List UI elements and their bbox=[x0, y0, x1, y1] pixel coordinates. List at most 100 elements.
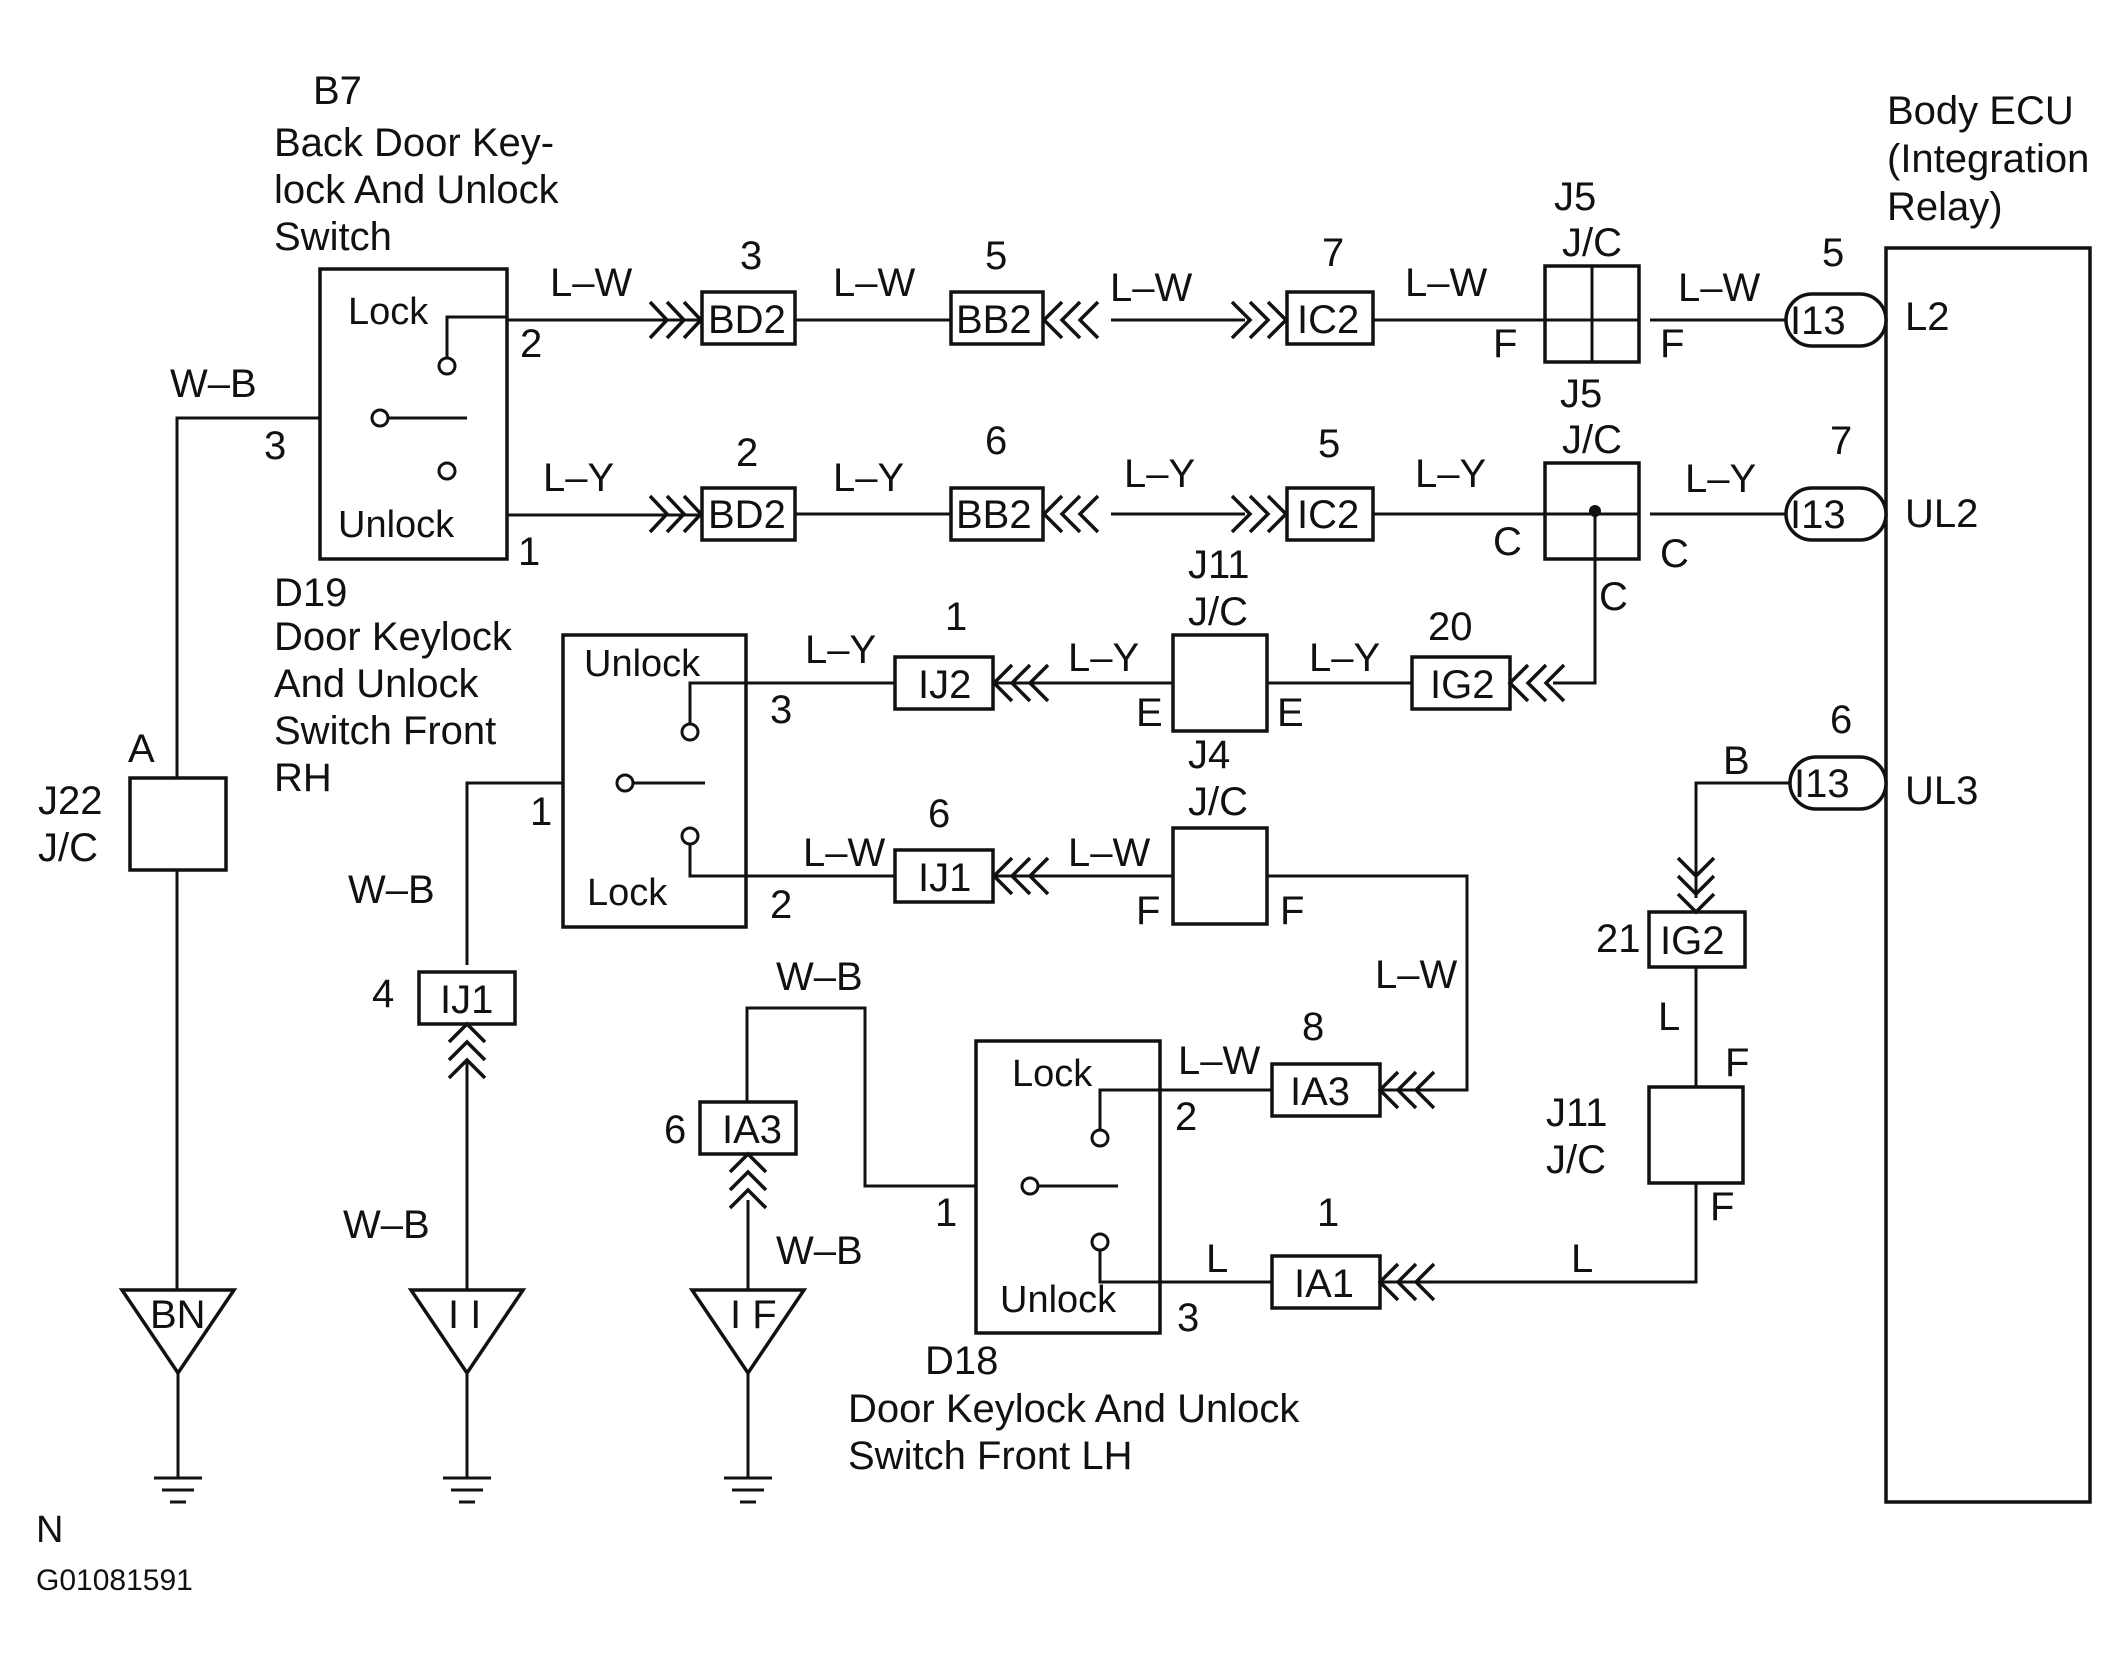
j11-name-bottom: J11 bbox=[1546, 1091, 1608, 1135]
pin-j5-c-down: C bbox=[1599, 575, 1628, 619]
body-ecu: Body ECU (Integration Relay) L2 UL2 UL3 bbox=[1884, 89, 2092, 1504]
page-letter: N bbox=[36, 1509, 63, 1551]
d19-lock-label: Lock bbox=[587, 872, 668, 914]
ground-if-label: I F bbox=[730, 1293, 777, 1337]
pin-j4-f-right: F bbox=[1280, 889, 1304, 933]
pin-j11-e-left: E bbox=[1136, 691, 1163, 735]
pin-ic2-7: 7 bbox=[1322, 231, 1344, 275]
pin-ic2-5: 5 bbox=[1318, 422, 1340, 466]
wire-b: B bbox=[1723, 739, 1750, 783]
wire-ly-4: L–Y bbox=[1415, 452, 1486, 496]
bb2-unlock: BB2 bbox=[956, 493, 1032, 537]
j22-pin-a: A bbox=[128, 727, 155, 771]
wire-ly-1: L–Y bbox=[543, 456, 614, 500]
pin-b7-1: 1 bbox=[518, 530, 540, 574]
d19-unlock-label: Unlock bbox=[584, 643, 701, 685]
pin-i13-6: 6 bbox=[1830, 698, 1852, 742]
wire-l-2: L bbox=[1206, 1237, 1228, 1281]
wire-ly-7: L–Y bbox=[1068, 636, 1139, 680]
pin-d19-1: 1 bbox=[530, 790, 552, 834]
wire-l-3: L bbox=[1571, 1237, 1593, 1281]
ij1-connector-4: IJ1 bbox=[440, 978, 493, 1022]
pin-numbers: 3 5 7 5 2 6 5 7 2 3 1 1 20 3 1 6 2 6 21 … bbox=[264, 231, 1852, 1340]
pin-ia1-1: 1 bbox=[1317, 1191, 1339, 1235]
d19-id: D19 bbox=[274, 571, 347, 615]
j11-type-top: J/C bbox=[1188, 590, 1248, 634]
component-labels: B7 Back Door Key- lock And Unlock Switch… bbox=[274, 69, 1300, 1478]
j5-name-top: J5 bbox=[1554, 175, 1596, 219]
d18-switch: Lock Unlock bbox=[974, 1039, 1162, 1335]
d18-unlock-label: Unlock bbox=[1000, 1279, 1117, 1321]
pin-j11-f-bottom: F bbox=[1710, 1185, 1734, 1229]
pin-bb2-6: 6 bbox=[985, 419, 1007, 463]
pin-j4-f-left: F bbox=[1136, 889, 1160, 933]
wire-wb-3: W–B bbox=[343, 1203, 430, 1247]
pin-ia3-6: 6 bbox=[664, 1108, 686, 1152]
wire-lw-4: L–W bbox=[1405, 261, 1487, 305]
j5-type-bottom: J/C bbox=[1562, 418, 1622, 462]
pin-ig2-20: 20 bbox=[1428, 605, 1473, 649]
wire-color-labels: L–W L–W L–W L–W L–W L–Y L–Y L–Y L–Y L–Y … bbox=[170, 261, 1760, 1281]
pin-j11-f-top: F bbox=[1725, 1041, 1749, 1085]
i13-connector-ul2: I13 bbox=[1790, 493, 1846, 537]
ig2-connector-21: IG2 bbox=[1660, 919, 1724, 963]
connector-arrows bbox=[447, 300, 1716, 1302]
figure-id: G01081591 bbox=[36, 1564, 193, 1597]
ecu-name-line3: Relay) bbox=[1887, 185, 2003, 229]
d19-name-line4: RH bbox=[274, 756, 332, 800]
d19-switch: Unlock Lock bbox=[561, 633, 748, 929]
ia1-connector: IA1 bbox=[1294, 1262, 1354, 1306]
wire-lw-3: L–W bbox=[1110, 266, 1192, 310]
pin-j5-f-right: F bbox=[1660, 322, 1684, 366]
pin-ig2-21: 21 bbox=[1596, 917, 1641, 961]
wire-lw-9: L–W bbox=[1178, 1039, 1260, 1083]
j5-type-top: J/C bbox=[1562, 221, 1622, 265]
ig2-connector-20: IG2 bbox=[1430, 663, 1494, 707]
wire-wb-4: W–B bbox=[776, 955, 863, 999]
wire-ly-3: L–Y bbox=[1124, 452, 1195, 496]
ij2-connector: IJ2 bbox=[918, 663, 971, 707]
ia3-connector-8: IA3 bbox=[1290, 1070, 1350, 1114]
wire-lw-7: L–W bbox=[1068, 831, 1150, 875]
j4-type: J/C bbox=[1188, 780, 1248, 824]
wire-ly-6: L–Y bbox=[805, 628, 876, 672]
bd2-unlock: BD2 bbox=[708, 493, 786, 537]
ecu-terminal-ul3: UL3 bbox=[1905, 769, 1978, 813]
ecu-name-line1: Body ECU bbox=[1887, 89, 2074, 133]
wire-ly-5: L–Y bbox=[1685, 457, 1756, 501]
j22-name: J22 bbox=[38, 779, 103, 823]
grounds: BN I I I F bbox=[118, 1288, 808, 1504]
pin-d18-3: 3 bbox=[1177, 1296, 1199, 1340]
pin-ij1-4: 4 bbox=[372, 972, 394, 1016]
wire-ly-8: L–Y bbox=[1309, 636, 1380, 680]
wire-lw-8: L–W bbox=[1375, 953, 1457, 997]
b7-switch: Lock Unlock bbox=[318, 267, 509, 561]
wire-ly-2: L–Y bbox=[833, 456, 904, 500]
b7-name-line1: Back Door Key- bbox=[274, 121, 554, 165]
pin-ij2-1: 1 bbox=[945, 595, 967, 639]
d18-name-line1: Door Keylock And Unlock bbox=[848, 1387, 1300, 1431]
b7-name-line2: lock And Unlock bbox=[274, 168, 560, 212]
ecu-terminal-ul2: UL2 bbox=[1905, 492, 1978, 536]
ground-ii-label: I I bbox=[448, 1293, 481, 1337]
pin-ij1-6: 6 bbox=[928, 792, 950, 836]
pin-d18-2: 2 bbox=[1175, 1095, 1197, 1139]
footer: N G01081591 bbox=[36, 1509, 193, 1597]
ecu-name-line2: (Integration bbox=[1887, 137, 2089, 181]
bd2-lock: BD2 bbox=[708, 298, 786, 342]
d19-name-line1: Door Keylock bbox=[274, 615, 513, 659]
wire-wb-2: W–B bbox=[348, 868, 435, 912]
j5-name-bottom: J5 bbox=[1560, 372, 1602, 416]
bb2-lock: BB2 bbox=[956, 298, 1032, 342]
d19-name-line2: And Unlock bbox=[274, 662, 480, 706]
b7-name-line3: Switch bbox=[274, 215, 392, 259]
pin-b7-2: 2 bbox=[520, 322, 542, 366]
pin-bd2-2: 2 bbox=[736, 431, 758, 475]
wire-lw-1: L–W bbox=[550, 261, 632, 305]
wire-lw-5: L–W bbox=[1678, 266, 1760, 310]
pin-j11-e-right: E bbox=[1277, 691, 1304, 735]
b7-unlock-label: Unlock bbox=[338, 504, 455, 546]
pin-bb2-5: 5 bbox=[985, 234, 1007, 278]
pin-bd2-3: 3 bbox=[740, 234, 762, 278]
i13-connector-l2: I13 bbox=[1790, 299, 1846, 343]
